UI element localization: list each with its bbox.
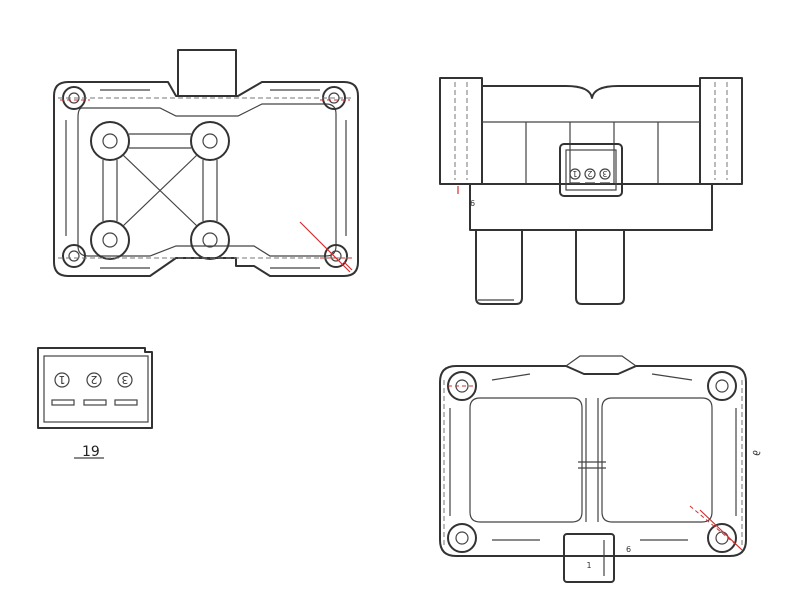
side-view-connector-inner xyxy=(565,149,617,191)
top-view xyxy=(53,49,359,277)
side-view-pin-3-label: 3 xyxy=(602,169,607,178)
side-view-pin-2-label: 2 xyxy=(587,169,592,178)
side-view-left-tower xyxy=(475,229,523,305)
bottom-view-center-channel xyxy=(578,398,606,522)
top-view-coil-tower xyxy=(90,121,130,161)
side-view-top-body xyxy=(481,85,701,185)
side-view-pin-2-circle xyxy=(584,168,596,180)
connector-detail: 1 2 3 19 xyxy=(37,347,153,460)
top-view-ribs xyxy=(102,133,218,227)
side-view-pin-3-circle xyxy=(599,168,611,180)
bottom-view-mount-hole xyxy=(707,523,737,553)
bottom-view-outer-body xyxy=(439,365,747,557)
side-view-pin-1-label: 1 xyxy=(572,169,577,178)
side-view-lower-block xyxy=(469,183,713,231)
bottom-view-dimension-arrow xyxy=(699,509,743,551)
top-view-coil-tower-inner xyxy=(102,232,118,248)
connector-pin-1-circle xyxy=(54,372,70,388)
side-view-right-tower xyxy=(575,229,625,305)
connector-pin-2-circle xyxy=(86,372,102,388)
top-view-mount-hole xyxy=(62,244,86,268)
connector-detail-outline xyxy=(37,347,153,429)
bottom-view-dimension: 6 xyxy=(626,545,631,554)
top-view-mount-hole xyxy=(324,244,348,268)
connector-pin-3-circle xyxy=(117,372,133,388)
side-view: 1 2 3 6 xyxy=(439,77,743,305)
top-view-outer-body xyxy=(53,81,359,277)
side-view-hidden-lines xyxy=(454,82,728,180)
side-view-dimension: 6 xyxy=(470,199,475,208)
connector-pin-1-label: 1 xyxy=(59,373,66,386)
top-view-mount-hole-inner xyxy=(68,250,80,262)
bottom-view-connector xyxy=(563,533,615,583)
bottom-view-clips xyxy=(449,373,737,541)
connector-pin-2-label: 2 xyxy=(91,373,98,386)
top-view-side-clips xyxy=(65,89,347,269)
top-view-connector-tab xyxy=(177,49,237,97)
bottom-view-mount-hole xyxy=(707,371,737,401)
connector-pin-3-label: 3 xyxy=(122,373,129,386)
bottom-view-top-ridge xyxy=(565,355,637,367)
connector-slot-2 xyxy=(83,399,107,406)
bottom-view-pin-label: 1 xyxy=(586,561,591,570)
bottom-view-mount-hole xyxy=(447,523,477,553)
bottom-view-hidden-lines xyxy=(443,380,743,548)
side-view-partitions xyxy=(482,121,700,184)
side-view-connector xyxy=(559,143,623,197)
top-view-mount-hole-inner xyxy=(330,250,342,262)
top-view-coil-tower-inner xyxy=(202,133,218,149)
bottom-view-mount-hole-inner xyxy=(715,531,729,545)
top-view-coil-tower xyxy=(90,220,130,260)
top-view-coil-tower xyxy=(190,121,230,161)
bottom-view-mount-hole-inner xyxy=(455,531,469,545)
top-view-centerline xyxy=(58,97,352,259)
top-view-coil-tower-inner xyxy=(102,133,118,149)
top-view-coil-tower-inner xyxy=(202,232,218,248)
side-view-pin-1-circle xyxy=(569,168,581,180)
bottom-view-red-centerline xyxy=(448,385,741,549)
bottom-view-right-panel xyxy=(601,397,713,523)
bottom-view: 1 6 ∂ xyxy=(439,355,763,583)
bottom-view-side-mark: ∂ xyxy=(750,450,763,456)
side-view-left-housing xyxy=(439,77,483,185)
connector-slot-3 xyxy=(114,399,138,406)
bottom-view-mount-hole-inner xyxy=(715,379,729,393)
side-view-right-housing xyxy=(699,77,743,185)
connector-dimension: 19 xyxy=(82,444,100,460)
bottom-view-left-panel xyxy=(469,397,583,523)
top-view-coil-tower xyxy=(190,220,230,260)
top-view-dimension-arrow xyxy=(299,221,353,273)
connector-detail-inner xyxy=(43,355,149,423)
connector-slot-1 xyxy=(51,399,75,406)
